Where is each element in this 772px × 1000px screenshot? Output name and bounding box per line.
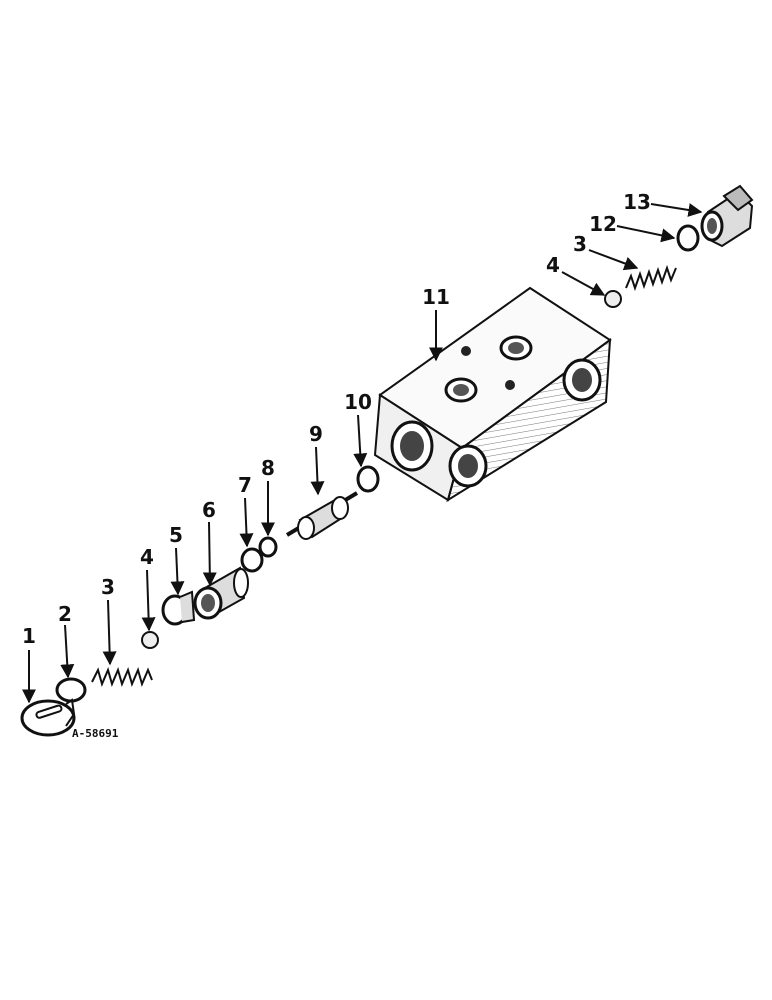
leader-7 <box>239 497 254 548</box>
callout-8: 8 <box>261 456 275 480</box>
spring-part <box>91 667 153 687</box>
o-ring-part <box>240 547 264 573</box>
callout-3: 3 <box>573 232 587 256</box>
callout-5: 5 <box>169 523 183 547</box>
leader-5 <box>170 547 185 596</box>
plug-part <box>20 698 76 737</box>
callout-labels: 1 2 3 4 5 6 7 8 9 10 11 4 3 12 13 <box>22 190 651 648</box>
leader-9 <box>310 446 325 496</box>
spring-part <box>625 264 677 292</box>
callout-1: 1 <box>22 624 36 648</box>
spool-part <box>285 491 359 540</box>
o-ring-part <box>55 677 87 703</box>
leader-6 <box>202 521 217 587</box>
leader-4-left <box>141 569 156 632</box>
callout-4: 4 <box>140 545 154 569</box>
fitting-part <box>700 184 754 248</box>
o-ring-part <box>258 536 278 558</box>
o-ring-part <box>676 224 700 252</box>
sleeve-part <box>193 566 249 620</box>
check-ball-part <box>604 290 622 308</box>
leader-10 <box>353 414 368 468</box>
callout-9: 9 <box>309 422 323 446</box>
valve-seat-part <box>161 590 196 626</box>
callout-4: 4 <box>546 253 560 277</box>
callout-7: 7 <box>238 473 252 497</box>
callout-2: 2 <box>58 602 72 626</box>
leader-2 <box>60 624 75 679</box>
callout-3: 3 <box>101 575 115 599</box>
leader-3-right <box>588 249 639 271</box>
leader-13 <box>650 203 703 217</box>
valve-body-block <box>373 286 612 503</box>
drawing-reference: A-58691 <box>72 727 119 740</box>
leader-4-right <box>561 271 606 296</box>
leader-3-left <box>102 599 117 666</box>
callout-13: 13 <box>623 190 651 214</box>
callout-6: 6 <box>202 498 216 522</box>
check-ball-part <box>141 631 159 649</box>
callout-11: 11 <box>422 285 450 309</box>
o-ring-part <box>356 465 380 493</box>
leader-arrows <box>22 203 703 704</box>
callout-12: 12 <box>589 212 617 236</box>
leader-12 <box>616 225 676 243</box>
callout-10: 10 <box>344 390 372 414</box>
